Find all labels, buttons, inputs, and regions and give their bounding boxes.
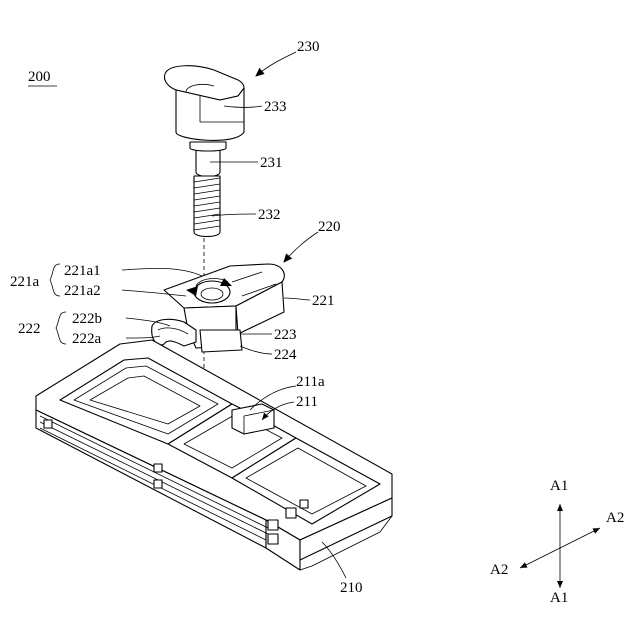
label-221a: 221a [10, 274, 40, 290]
label-221: 221 [312, 293, 335, 309]
leader-221a1 [122, 268, 202, 276]
base-210 [36, 340, 392, 570]
label-223: 223 [274, 327, 297, 343]
clamp-220 [152, 264, 285, 352]
label-211a: 211a [296, 374, 325, 390]
label-a1-top: A1 [550, 478, 568, 494]
label-222a: 222a [72, 331, 102, 347]
leader-221 [284, 298, 310, 300]
label-221a2: 221a2 [64, 283, 101, 299]
label-211: 211 [296, 394, 318, 410]
label-a2-right: A2 [606, 510, 624, 526]
label-222: 222 [18, 321, 41, 337]
label-231: 231 [260, 155, 283, 171]
axis-a2-left-arrow [520, 548, 560, 568]
label-221a1: 221a1 [64, 263, 101, 279]
screw-230 [164, 66, 244, 237]
label-230: 230 [297, 39, 320, 55]
arrow-220 [284, 232, 318, 262]
brace-221a [50, 264, 60, 296]
label-210: 210 [340, 580, 363, 596]
label-222b: 222b [72, 311, 102, 327]
label-220: 220 [318, 219, 341, 235]
label-233: 233 [264, 99, 287, 115]
brace-222 [56, 312, 66, 344]
axis-a2-right-arrow [560, 528, 600, 548]
label-a2-left: A2 [490, 562, 508, 578]
label-232: 232 [258, 207, 281, 223]
leader-224 [240, 346, 272, 354]
label-224: 224 [274, 347, 297, 363]
arrow-230 [256, 52, 296, 76]
label-200: 200 [28, 69, 51, 85]
direction-axes [520, 504, 600, 588]
label-a1-bottom: A1 [550, 590, 568, 606]
